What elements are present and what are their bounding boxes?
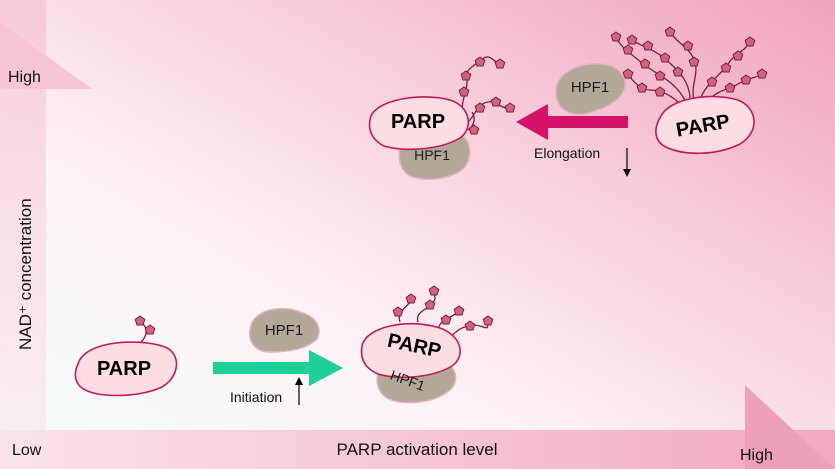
hpf1-free-bottom: HPF1 — [248, 307, 320, 353]
hpf1-label: HPF1 — [414, 147, 450, 163]
x-axis-wedge — [745, 385, 835, 469]
parp-unmodified-group: PARP — [74, 315, 178, 397]
parp-hpf1-complex-initiation: PARP HPF1 — [360, 285, 494, 404]
parp-label: PARP — [97, 358, 151, 380]
initiation-arrow — [213, 350, 343, 386]
parp-hyper-modified-group: PARP — [610, 26, 768, 155]
parp-enzyme — [74, 341, 178, 397]
x-axis-low-label: Low — [12, 442, 42, 459]
hpf1-label: HPF1 — [571, 79, 609, 96]
x-axis-high-label: High — [740, 447, 773, 464]
x-axis-title: PARP activation level — [337, 440, 498, 459]
down-arrow-icon — [623, 148, 631, 177]
initiation-label: Initiation — [230, 389, 282, 405]
y-axis-title: NAD⁺ concentration — [16, 198, 35, 350]
up-arrow-icon — [295, 377, 303, 405]
y-axis-wedge — [0, 22, 92, 89]
parp-hpf1-complex-elongation: PARP HPF1 — [368, 56, 516, 181]
y-axis — [0, 0, 92, 469]
hpf1-label: HPF1 — [265, 322, 303, 339]
hpf1-free-top: HPF1 — [555, 63, 626, 116]
x-axis — [0, 385, 835, 469]
y-axis-high-label: High — [8, 69, 41, 86]
elongation-label: Elongation — [534, 145, 600, 161]
parp-label: PARP — [391, 111, 445, 133]
elongation-arrow — [516, 104, 628, 140]
